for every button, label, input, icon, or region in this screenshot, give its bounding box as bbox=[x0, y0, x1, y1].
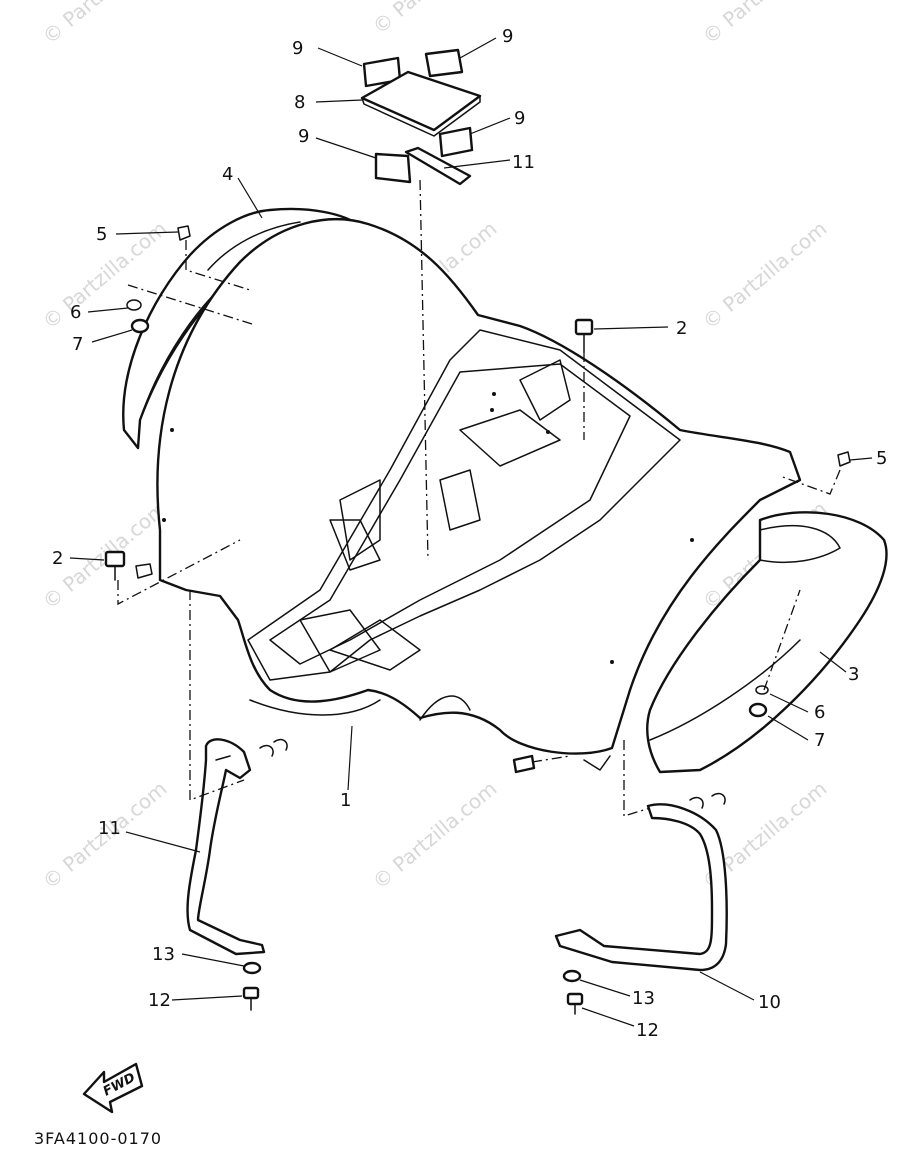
callout-7: 7 bbox=[814, 730, 825, 751]
callout-2: 2 bbox=[676, 318, 687, 339]
callout-9: 9 bbox=[502, 26, 513, 47]
callout-9: 9 bbox=[292, 38, 303, 59]
rear-body bbox=[156, 218, 802, 771]
callout-10: 10 bbox=[758, 992, 781, 1013]
watermark: © Partzilla.com bbox=[698, 216, 832, 334]
assembly-lines bbox=[117, 179, 841, 817]
callout-2: 2 bbox=[52, 548, 63, 569]
seat-pads bbox=[360, 48, 482, 186]
right-fender bbox=[646, 511, 888, 774]
callout-7: 7 bbox=[72, 334, 83, 355]
grab-bar-right bbox=[554, 803, 728, 972]
callout-1: 1 bbox=[340, 790, 351, 811]
callout-12: 12 bbox=[148, 990, 171, 1011]
part-code: 3FA4100-0170 bbox=[34, 1129, 162, 1148]
watermark: © Partzilla.com bbox=[38, 0, 172, 49]
fwd-arrow-icon: FWD bbox=[82, 1062, 144, 1114]
callout-12: 12 bbox=[636, 1020, 659, 1041]
callout-6: 6 bbox=[814, 702, 825, 723]
callout-11: 11 bbox=[512, 152, 535, 173]
callouts: 9 9 8 9 9 11 4 5 6 7 2 5 2 3 6 7 1 11 13… bbox=[52, 26, 887, 1041]
grab-bar-left bbox=[186, 738, 266, 956]
callout-3: 3 bbox=[848, 664, 859, 685]
callout-5: 5 bbox=[96, 224, 107, 245]
watermark: © Partzilla.com bbox=[698, 0, 832, 49]
callout-11: 11 bbox=[98, 818, 121, 839]
fasteners bbox=[104, 225, 851, 1015]
callout-13: 13 bbox=[152, 944, 175, 965]
callout-9: 9 bbox=[298, 126, 309, 147]
callout-6: 6 bbox=[70, 302, 81, 323]
leader-lines bbox=[69, 37, 873, 1027]
watermark: © Partzilla.com bbox=[368, 0, 502, 39]
callout-9: 9 bbox=[514, 108, 525, 129]
callout-8: 8 bbox=[294, 92, 305, 113]
callout-5: 5 bbox=[876, 448, 887, 469]
callout-4: 4 bbox=[222, 164, 233, 185]
watermark: © Partzilla.com bbox=[368, 776, 502, 894]
callout-13: 13 bbox=[632, 988, 655, 1009]
